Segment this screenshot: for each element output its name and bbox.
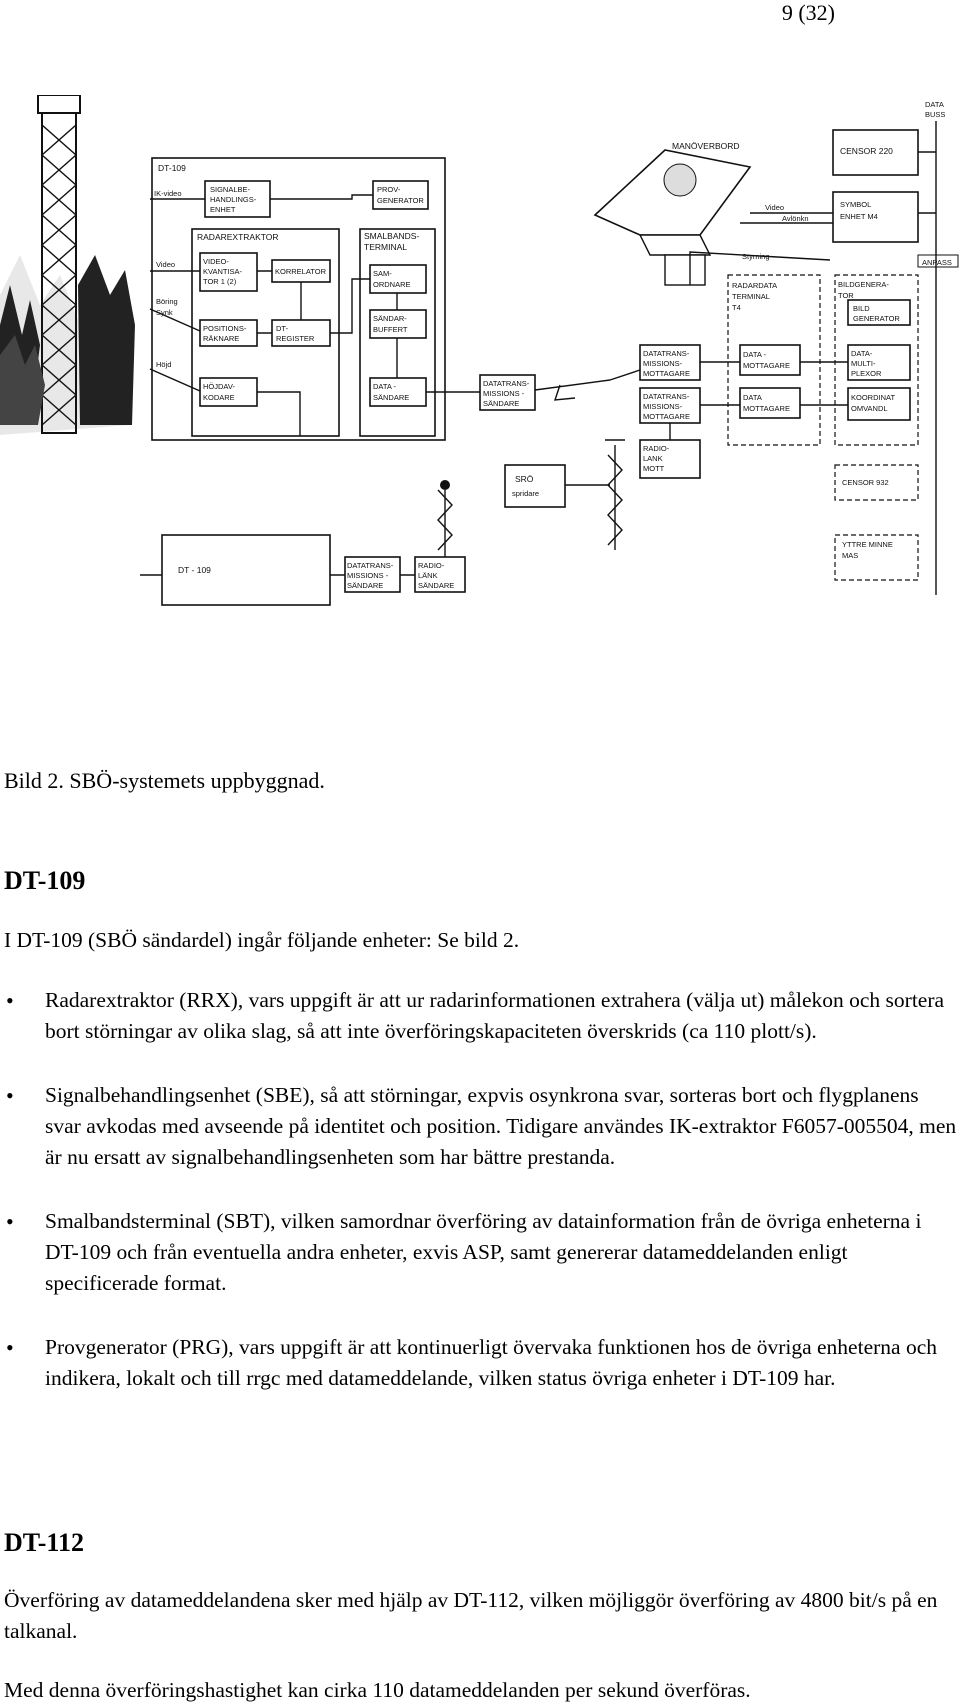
svg-text:YTTRE MINNE: YTTRE MINNE: [842, 540, 893, 549]
svg-text:Böring: Böring: [156, 297, 178, 306]
svg-text:Video: Video: [156, 260, 175, 269]
svg-text:spridare: spridare: [512, 489, 539, 498]
svg-text:GENERATOR: GENERATOR: [377, 196, 424, 205]
list-item: Smalbandsterminal (SBT), vilken samordna…: [0, 1206, 958, 1299]
svg-text:Video: Video: [765, 203, 784, 212]
unit-list: Radarextraktor (RRX), vars uppgift är at…: [0, 985, 958, 1427]
svg-text:ENHET M4: ENHET M4: [840, 212, 878, 221]
svg-text:SMALBANDS-: SMALBANDS-: [364, 231, 419, 241]
svg-text:HÖJDAV-: HÖJDAV-: [203, 382, 235, 391]
svg-text:Avlönkn: Avlönkn: [782, 214, 809, 223]
svg-text:RADARDATA: RADARDATA: [732, 281, 777, 290]
svg-text:TERMINAL: TERMINAL: [364, 242, 407, 252]
svg-text:PLEXOR: PLEXOR: [851, 369, 882, 378]
svg-text:MISSIONS-: MISSIONS-: [643, 402, 683, 411]
section2-paragraph-1: Överföring av datameddelandena sker med …: [4, 1588, 938, 1643]
svg-text:BILDGENERA-: BILDGENERA-: [838, 280, 889, 289]
svg-text:RADIO-: RADIO-: [418, 561, 445, 570]
section-intro: I DT-109 (SBÖ sändardel) ingår följande …: [4, 928, 520, 952]
svg-text:LÄNK: LÄNK: [418, 571, 438, 580]
svg-text:BILD: BILD: [853, 304, 870, 313]
svg-text:DATATRANS-: DATATRANS-: [643, 349, 690, 358]
svg-text:ENHET: ENHET: [210, 205, 236, 214]
svg-text:REGISTER: REGISTER: [276, 334, 315, 343]
svg-text:GENERATOR: GENERATOR: [853, 314, 900, 323]
diagram-svg: DT-109 RADAREXTRAKTOR SMALBANDS- TERMINA…: [0, 95, 959, 606]
svg-text:DATATRANS-: DATATRANS-: [347, 561, 394, 570]
svg-text:SÄNDARE: SÄNDARE: [373, 393, 409, 402]
svg-text:T4: T4: [732, 303, 741, 312]
svg-text:MISSIONS -: MISSIONS -: [483, 389, 525, 398]
svg-text:DATA-: DATA-: [851, 349, 873, 358]
svg-text:DT - 109: DT - 109: [178, 565, 211, 575]
svg-text:SÄNDARE: SÄNDARE: [347, 581, 383, 590]
list-item: Signalbehandlingsenhet (SBE), så att stö…: [0, 1080, 958, 1173]
svg-text:Höjd: Höjd: [156, 360, 171, 369]
svg-text:KODARE: KODARE: [203, 393, 235, 402]
manoverbord-drawing: MANÖVERBORD: [593, 141, 752, 286]
svg-text:DATA: DATA: [925, 100, 944, 109]
svg-text:SÄNDAR-: SÄNDAR-: [373, 314, 407, 323]
svg-text:Synk: Synk: [156, 308, 173, 317]
svg-text:MISSIONS-: MISSIONS-: [643, 359, 683, 368]
svg-text:POSITIONS-: POSITIONS-: [203, 324, 247, 333]
section-heading-dt109: DT-109: [4, 866, 86, 895]
list-item: Radarextraktor (RRX), vars uppgift är at…: [0, 985, 958, 1047]
section-heading-dt112: DT-112: [4, 1528, 84, 1557]
svg-text:TOR: TOR: [838, 291, 854, 300]
svg-text:DATA -: DATA -: [373, 382, 397, 391]
svg-text:ORDNARE: ORDNARE: [373, 280, 411, 289]
svg-text:ANPASS: ANPASS: [922, 258, 952, 267]
svg-text:SAM-: SAM-: [373, 269, 392, 278]
svg-text:MISSIONS -: MISSIONS -: [347, 571, 389, 580]
svg-text:BUFFERT: BUFFERT: [373, 325, 408, 334]
svg-text:DT-: DT-: [276, 324, 289, 333]
svg-text:BUSS: BUSS: [925, 110, 945, 119]
svg-text:VIDEO-: VIDEO-: [203, 257, 229, 266]
svg-text:MOTTAGARE: MOTTAGARE: [643, 369, 690, 378]
svg-text:DATA -: DATA -: [743, 350, 767, 359]
svg-text:RÄKNARE: RÄKNARE: [203, 334, 239, 343]
svg-text:Styrning: Styrning: [742, 252, 770, 261]
svg-text:CENSOR 932: CENSOR 932: [842, 478, 889, 487]
svg-text:KORRELATOR: KORRELATOR: [275, 267, 327, 276]
svg-text:MANÖVERBORD: MANÖVERBORD: [672, 141, 740, 151]
list-item: Provgenerator (PRG), vars uppgift är att…: [0, 1332, 958, 1394]
svg-text:KVANTISA-: KVANTISA-: [203, 267, 243, 276]
svg-text:MAS: MAS: [842, 551, 858, 560]
svg-text:SYMBOL: SYMBOL: [840, 200, 871, 209]
section2-paragraph-2: Med denna överföringshastighet kan cirka…: [4, 1678, 751, 1702]
svg-text:TERMINAL: TERMINAL: [732, 292, 770, 301]
dt109-label: DT-109: [158, 163, 186, 173]
svg-text:HANDLINGS-: HANDLINGS-: [210, 195, 257, 204]
radar-tower-drawing: [0, 95, 135, 435]
svg-text:CENSOR 220: CENSOR 220: [840, 146, 893, 156]
svg-text:LANK: LANK: [643, 454, 663, 463]
svg-text:IK-video: IK-video: [154, 189, 182, 198]
svg-text:RADIO-: RADIO-: [643, 444, 670, 453]
figure-caption: Bild 2. SBÖ-systemets uppbyggnad.: [4, 768, 325, 793]
page-number: 9 (32): [781, 0, 835, 25]
svg-text:DATATRANS-: DATATRANS-: [483, 379, 530, 388]
svg-text:KOORDINAT: KOORDINAT: [851, 393, 895, 402]
svg-text:DATA: DATA: [743, 393, 762, 402]
svg-text:SRÖ: SRÖ: [515, 474, 534, 484]
svg-text:MOTTAGARE: MOTTAGARE: [743, 404, 790, 413]
svg-text:SÄNDARE: SÄNDARE: [483, 399, 519, 408]
svg-text:MOTTAGARE: MOTTAGARE: [743, 361, 790, 370]
svg-text:DATATRANS-: DATATRANS-: [643, 392, 690, 401]
system-diagram: DT-109 RADAREXTRAKTOR SMALBANDS- TERMINA…: [0, 95, 960, 710]
svg-text:RADAREXTRAKTOR: RADAREXTRAKTOR: [197, 232, 279, 242]
svg-text:SIGNALBE-: SIGNALBE-: [210, 185, 251, 194]
svg-text:PROV-: PROV-: [377, 185, 401, 194]
svg-text:MOTT: MOTT: [643, 464, 665, 473]
svg-text:OMVANDL: OMVANDL: [851, 404, 888, 413]
svg-text:MOTTAGARE: MOTTAGARE: [643, 412, 690, 421]
svg-text:SÄNDARE: SÄNDARE: [418, 581, 454, 590]
svg-text:TOR 1 (2): TOR 1 (2): [203, 277, 237, 286]
svg-text:MULTI-: MULTI-: [851, 359, 876, 368]
